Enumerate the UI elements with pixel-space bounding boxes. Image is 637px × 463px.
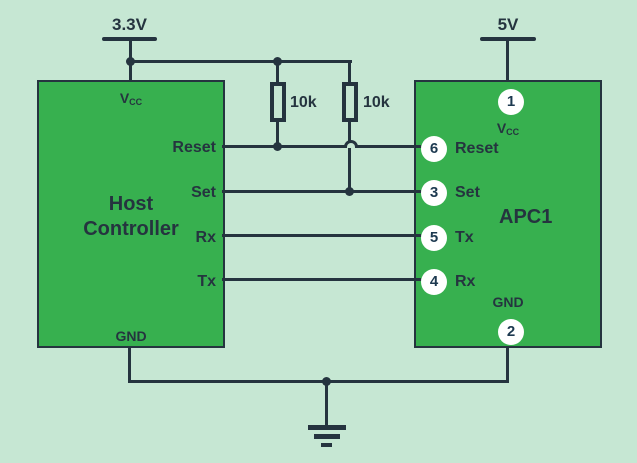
- host-title: Host Controller: [39, 192, 223, 242]
- apc1-vcc-main: V: [496, 120, 507, 136]
- resistor-r1-label: 10k: [290, 94, 317, 111]
- apc1-pin-6-circle: 6: [421, 136, 447, 162]
- wire-5v-drop: [506, 40, 509, 80]
- host-controller-box: VCC Host Controller Reset Set Rx Tx GND: [37, 80, 225, 348]
- wire-r1-bottom: [276, 122, 279, 147]
- junction-r2-set: [345, 187, 354, 196]
- wire-r2-bottom-upper: [348, 122, 351, 141]
- apc1-pin-set-label: Set: [455, 184, 480, 201]
- supply-5v-label: 5V: [497, 15, 519, 34]
- wire-crossover-hop: [344, 140, 358, 148]
- junction-r1-reset: [273, 142, 282, 151]
- host-pin-set-label: Set: [191, 184, 216, 201]
- wire-gnd-symbol-drop: [325, 382, 328, 426]
- gnd-symbol-bar-2: [314, 434, 340, 439]
- host-vcc-main: V: [119, 90, 130, 106]
- host-pin-reset-label: Reset: [172, 139, 216, 156]
- wire-r1-top: [276, 61, 279, 82]
- host-title-line2: Controller: [83, 218, 179, 240]
- wire-tx-rx: [222, 278, 421, 281]
- wire-reset-left: [222, 145, 345, 148]
- wire-apc1-gnd-drop: [506, 348, 509, 382]
- host-vcc-label: VCC: [39, 90, 223, 111]
- junction-gnd: [322, 377, 331, 386]
- gnd-symbol-bar-1: [308, 425, 346, 430]
- junction-3v3-rail: [126, 57, 135, 66]
- wire-set: [222, 190, 421, 193]
- apc1-vcc-label: VCC: [416, 120, 600, 141]
- apc1-box: 1 VCC 6 Reset 3 Set APC1 5 Tx 4 Rx GND 2: [414, 80, 602, 348]
- apc1-pin-rx-label: Rx: [455, 273, 476, 290]
- apc1-pin-5-circle: 5: [421, 225, 447, 251]
- wire-r2-top: [348, 61, 351, 82]
- apc1-pin-1-circle: 1: [498, 89, 524, 115]
- host-gnd-label: GND: [115, 328, 147, 344]
- resistor-r1: [270, 82, 286, 122]
- host-pin-rx-label: Rx: [195, 229, 216, 246]
- apc1-pin-2-circle: 2: [498, 319, 524, 345]
- wire-gnd-rail: [128, 380, 509, 383]
- host-title-line1: Host: [108, 193, 154, 215]
- wire-host-gnd-drop: [128, 348, 131, 382]
- apc1-pin-reset-label: Reset: [455, 140, 499, 157]
- apc1-pin-tx-label: Tx: [455, 229, 474, 246]
- apc1-pin-3-circle: 3: [421, 180, 447, 206]
- supply-3v3-label: 3.3V: [112, 15, 147, 34]
- apc1-gnd-label: GND: [492, 294, 524, 310]
- host-pin-tx-label: Tx: [197, 273, 216, 290]
- resistor-r2-label: 10k: [363, 94, 390, 111]
- supply-3v3-rail-symbol: [102, 37, 157, 41]
- apc1-title: APC1: [499, 206, 553, 228]
- resistor-r2: [342, 82, 358, 122]
- wire-pullup-rail: [129, 60, 352, 63]
- gnd-symbol-bar-3: [321, 443, 332, 447]
- supply-5v-rail-symbol: [480, 37, 536, 41]
- junction-r1-top: [273, 57, 282, 66]
- apc1-vcc-sub: CC: [506, 127, 520, 137]
- wire-r2-bottom-lower: [348, 148, 351, 191]
- wire-rx-tx: [222, 234, 421, 237]
- apc1-pin-4-circle: 4: [421, 269, 447, 295]
- wire-reset-right: [357, 145, 421, 148]
- host-vcc-sub: CC: [129, 97, 143, 107]
